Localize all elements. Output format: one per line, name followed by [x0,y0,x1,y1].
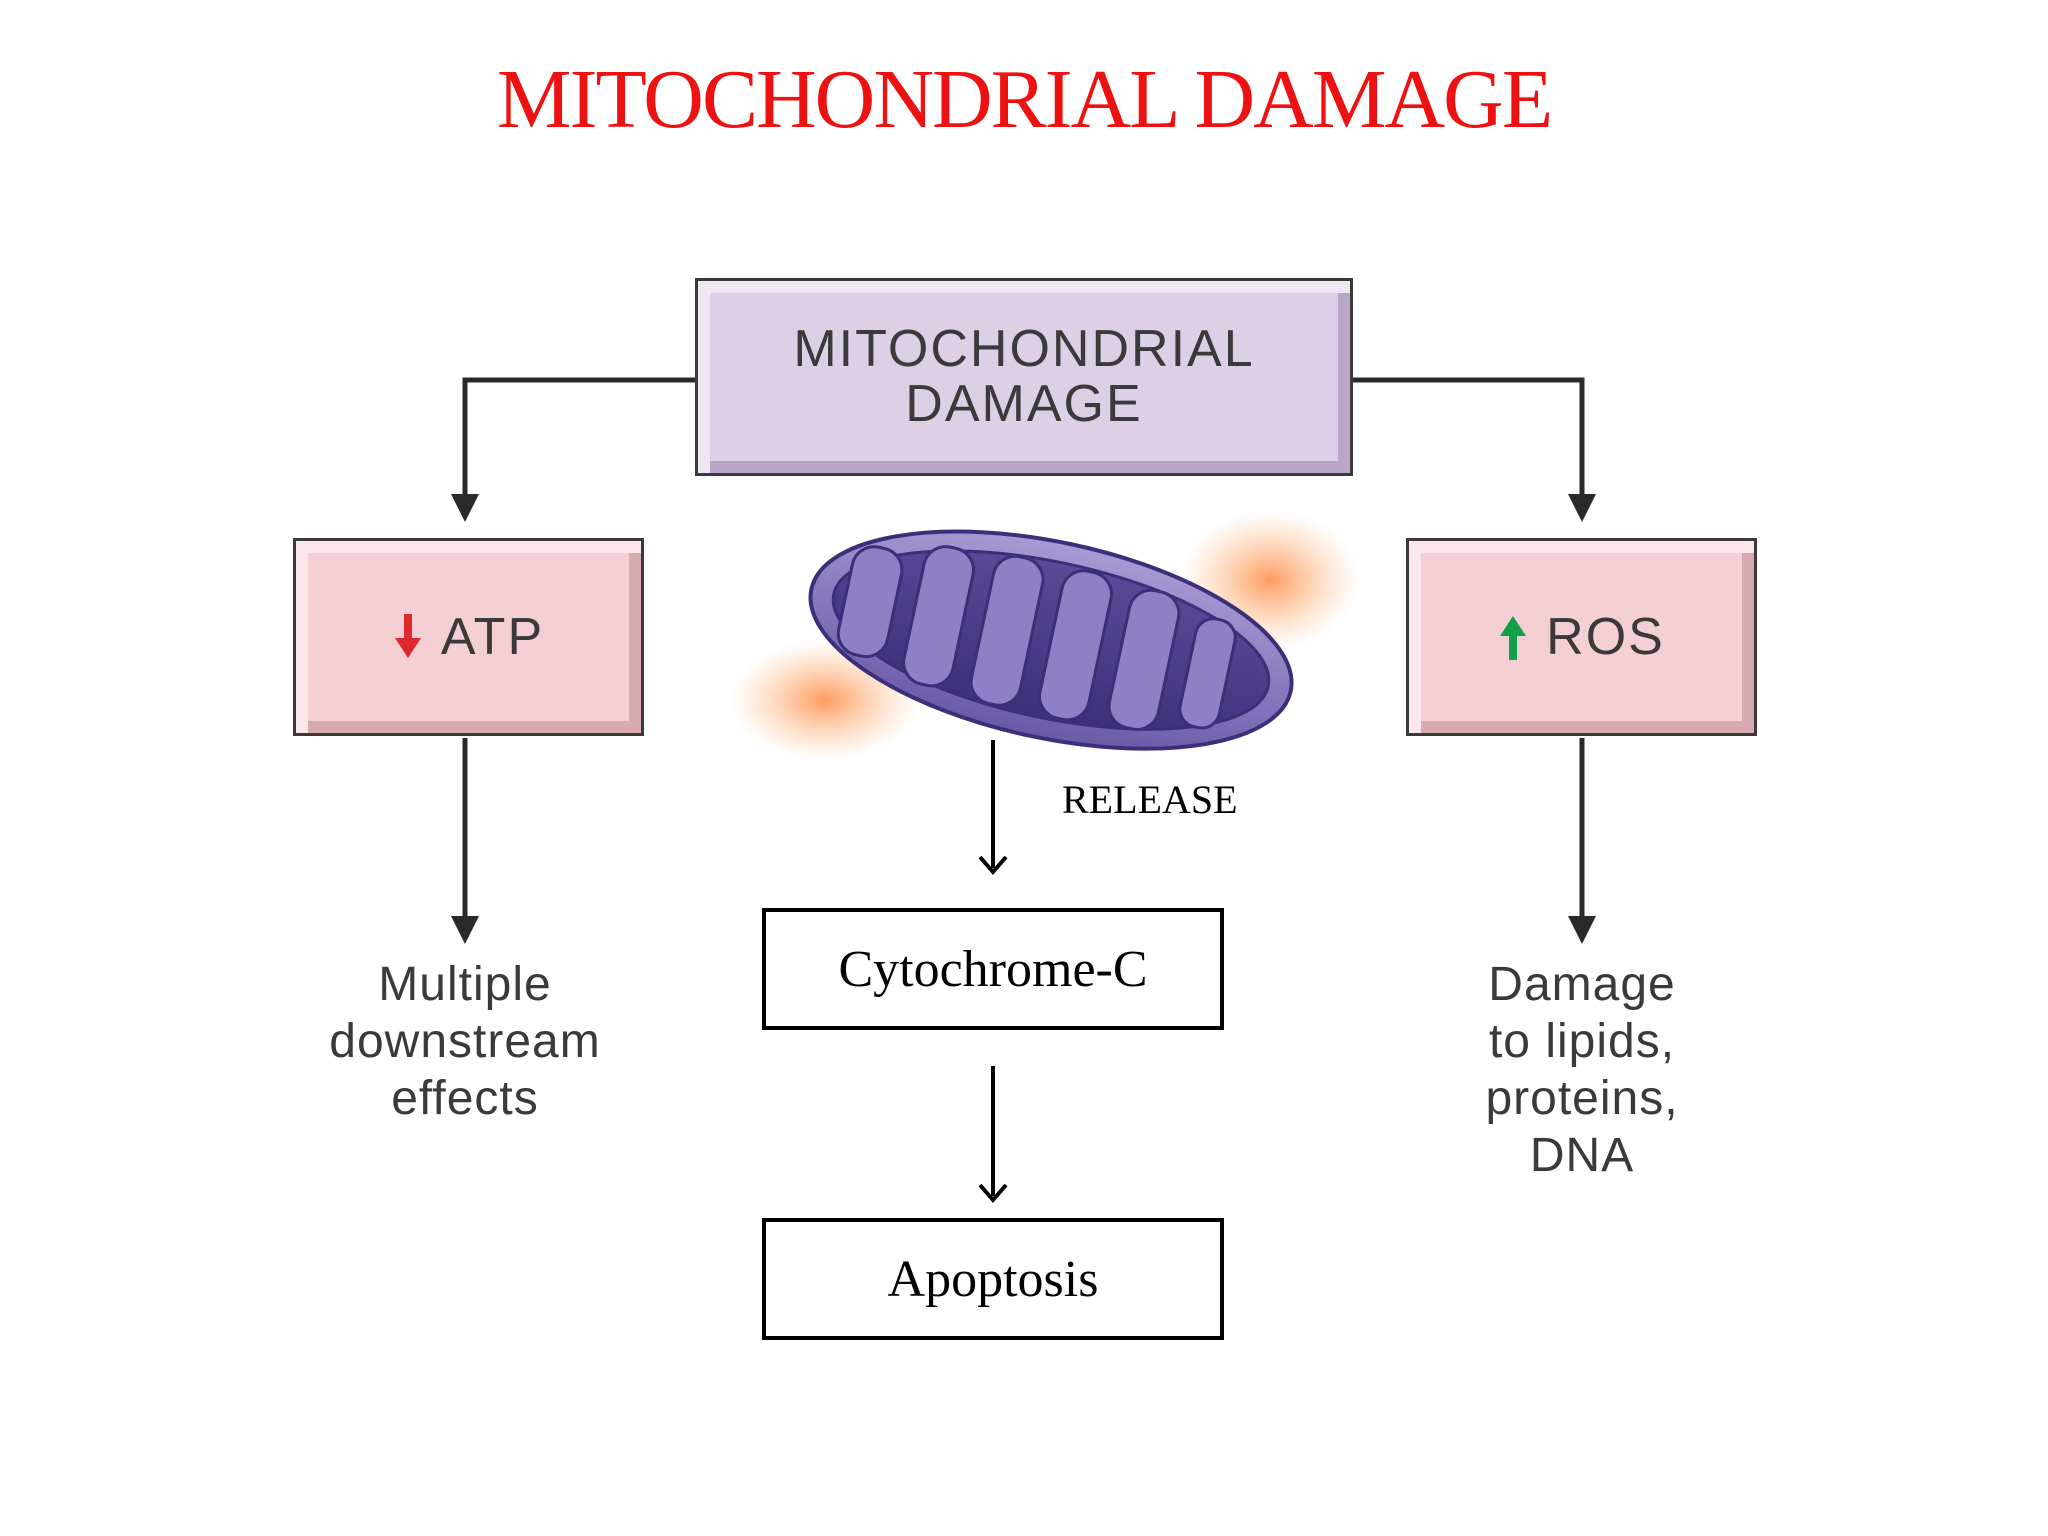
node-mitochondrial-damage: MITOCHONDRIAL DAMAGE [695,278,1353,476]
atp-effect-text: Multiple downstream effects [265,956,665,1127]
edge-label-release: RELEASE [1062,777,1238,822]
down-arrow-icon [394,614,421,658]
edge-mito-to-ros [1351,377,1596,522]
ros-effect-line: to lipids, [1488,1015,1676,1068]
mitochondrion-icon [730,510,1360,760]
edge-ros-to-effect [1568,738,1596,944]
edge-cytochrome-to-apoptosis [978,1066,1008,1204]
edge-mito-to-cytochrome [978,740,1008,876]
page-title: MITOCHONDRIAL DAMAGE [496,53,1553,146]
ros-effect-line: DNA [1529,1129,1635,1182]
ros-effect-text: Damage to lipids, proteins, DNA [1382,956,1782,1184]
node-mitochondrial-damage-line2: DAMAGE [905,375,1143,433]
edge-atp-to-effect [451,738,479,944]
up-arrow-icon [1500,616,1527,660]
atp-effect-line: downstream [329,1015,601,1068]
atp-effect-line: Multiple [378,958,552,1011]
node-apoptosis-label: Apoptosis [887,1250,1099,1308]
node-atp: ATP [293,538,644,736]
ros-effect-line: Damage [1488,958,1676,1011]
node-apoptosis: Apoptosis [762,1218,1224,1340]
node-mitochondrial-damage-line1: MITOCHONDRIAL [793,320,1255,379]
edge-mito-to-atp [451,377,697,522]
ros-effect-line: proteins, [1485,1072,1679,1125]
node-atp-label: ATP [440,607,545,666]
atp-effect-line: effects [391,1072,539,1125]
node-cytochrome-c: Cytochrome-C [762,908,1224,1030]
node-ros-label: ROS [1546,607,1665,666]
node-cytochrome-c-label: Cytochrome-C [838,940,1148,998]
node-ros: ROS [1406,538,1757,736]
